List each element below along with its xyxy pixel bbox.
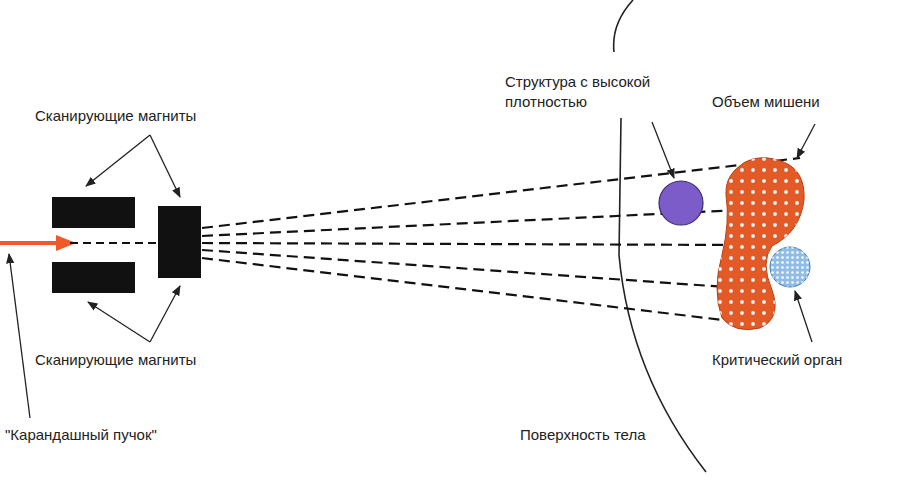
callout-label: Структура с высокой плотностью (505, 72, 685, 112)
critical-organ-texture (770, 247, 810, 287)
callout-label: "Карандашный пучок" (5, 425, 157, 445)
magnet (158, 206, 201, 278)
callout-label: Поверхность тела (520, 425, 646, 445)
scanned-beams (202, 158, 800, 322)
callout-label: Сканирующие магниты (35, 106, 196, 126)
target-spots (717, 158, 804, 330)
high-density-structure (659, 181, 703, 225)
callout-label: Критический орган (712, 350, 842, 370)
magnet (52, 262, 135, 293)
pencil-beam (0, 241, 60, 245)
critical-organ (770, 247, 810, 287)
callout-label: Сканирующие магниты (35, 350, 196, 370)
target-volume (717, 158, 804, 330)
callout-label: Объем мишени (712, 92, 820, 112)
magnet (52, 197, 135, 228)
body-surface (614, 0, 633, 52)
leader-lines (9, 122, 815, 418)
beam-path (70, 242, 160, 244)
